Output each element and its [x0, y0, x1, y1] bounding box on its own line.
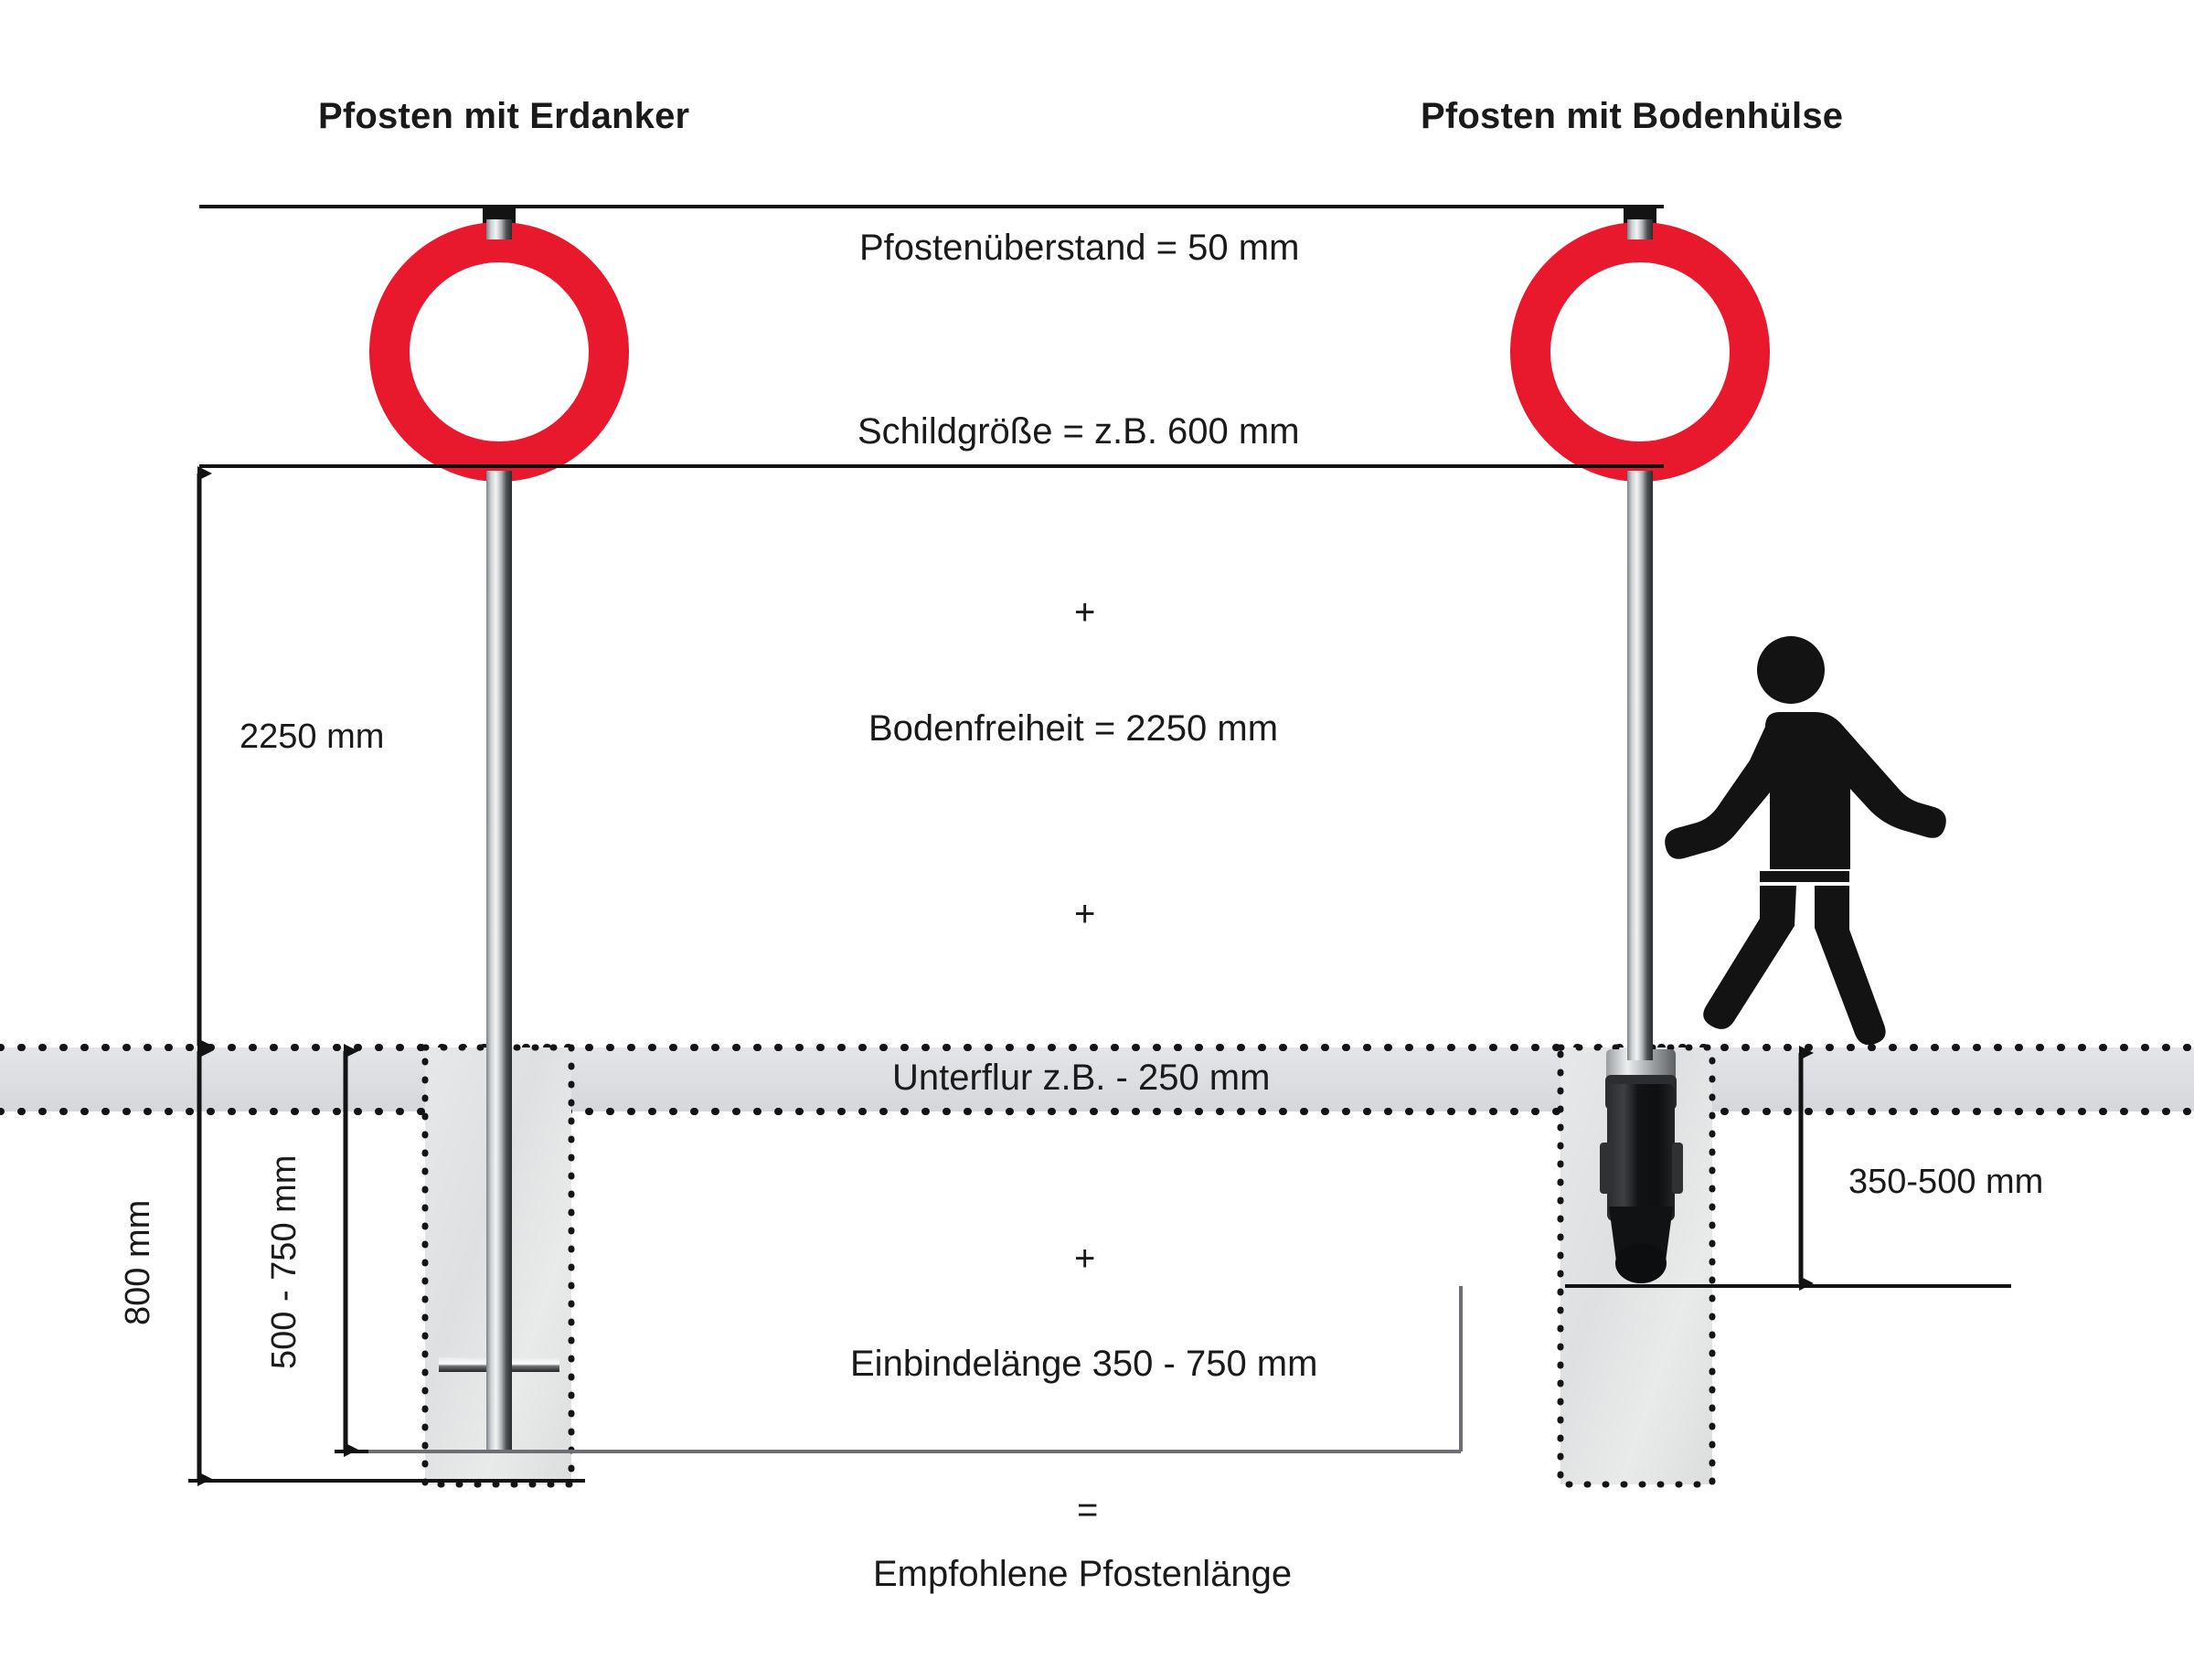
dimension-gesamttiefe — [188, 1044, 585, 1486]
dimension-einbindung-bodenhuelse — [1565, 1046, 2011, 1291]
dimension-bodenfreiheit — [197, 464, 1664, 1053]
label-schildgroesse: Schildgröße = z.B. 600 mm — [857, 411, 1300, 452]
label-empfohlene-pfostenlaenge: Empfohlene Pfostenlänge — [873, 1554, 1293, 1594]
leader-lines — [368, 1286, 1463, 1453]
operator-plus-1: + — [1074, 592, 1096, 633]
label-einbindelaenge: Einbindelänge 350 - 750 mm — [850, 1344, 1318, 1384]
operator-plus-3: + — [1074, 1239, 1096, 1279]
sign-left — [369, 222, 629, 482]
ground-sleeve-icon — [1600, 1049, 1683, 1283]
dimension-label-800: 800 mm — [119, 1199, 157, 1325]
sign-right — [1510, 222, 1770, 482]
operator-equals: = — [1077, 1490, 1099, 1530]
heading-left: Pfosten mit Erdanker — [318, 96, 690, 136]
dimension-label-350-500: 350-500 mm — [1848, 1163, 2044, 1201]
heading-right: Pfosten mit Bodenhülse — [1421, 96, 1844, 136]
pedestrian-walking-icon — [1665, 636, 1946, 1046]
label-bodenfreiheit: Bodenfreiheit = 2250 mm — [868, 708, 1279, 749]
operator-plus-2: + — [1074, 894, 1096, 934]
dimension-label-500-750: 500 - 750 mm — [265, 1154, 304, 1369]
label-unterflur: Unterflur z.B. - 250 mm — [892, 1058, 1271, 1098]
ground-band — [0, 1044, 2194, 1115]
label-pfostenueberstand: Pfostenüberstand = 50 mm — [859, 228, 1300, 268]
dimension-label-2250: 2250 mm — [240, 718, 385, 756]
